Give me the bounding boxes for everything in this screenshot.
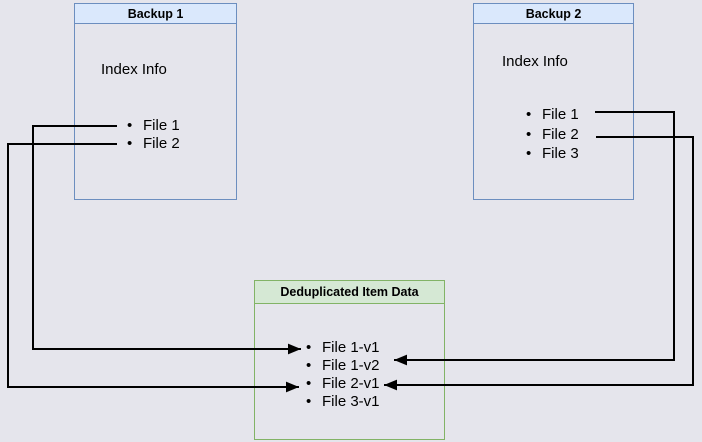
list-item: File 3: [526, 144, 579, 164]
list-item: File 1: [127, 117, 180, 135]
backup2-title: Backup 2: [525, 6, 582, 21]
backup1-box: Backup 1 Index Info File 1 File 2: [74, 3, 237, 200]
list-item: File 3-v1: [306, 393, 380, 411]
list-item: File 2-v1: [306, 375, 380, 393]
list-item: File 1-v1: [306, 339, 380, 357]
dedup-title-bar: Deduplicated Item Data: [255, 281, 444, 304]
backup1-title-bar: Backup 1: [75, 4, 236, 24]
backup2-box: Backup 2 Index Info File 1 File 2 File 3: [473, 3, 634, 200]
list-item: File 2: [127, 135, 180, 153]
backup1-title: Backup 1: [127, 6, 184, 21]
backup1-index-info-label: Index Info: [101, 61, 167, 78]
backup2-title-bar: Backup 2: [474, 4, 633, 24]
backup2-file-list: File 1 File 2 File 3: [526, 105, 579, 164]
backup2-index-info-label: Index Info: [502, 53, 568, 70]
dedup-file-list: File 1-v1 File 1-v2 File 2-v1 File 3-v1: [306, 339, 380, 411]
list-item: File 2: [526, 125, 579, 145]
backup1-file-list: File 1 File 2: [127, 117, 180, 153]
list-item: File 1: [526, 105, 579, 125]
list-item: File 1-v2: [306, 357, 380, 375]
deduplicated-item-data-box: Deduplicated Item Data File 1-v1 File 1-…: [254, 280, 445, 440]
dedup-title: Deduplicated Item Data: [280, 285, 419, 299]
